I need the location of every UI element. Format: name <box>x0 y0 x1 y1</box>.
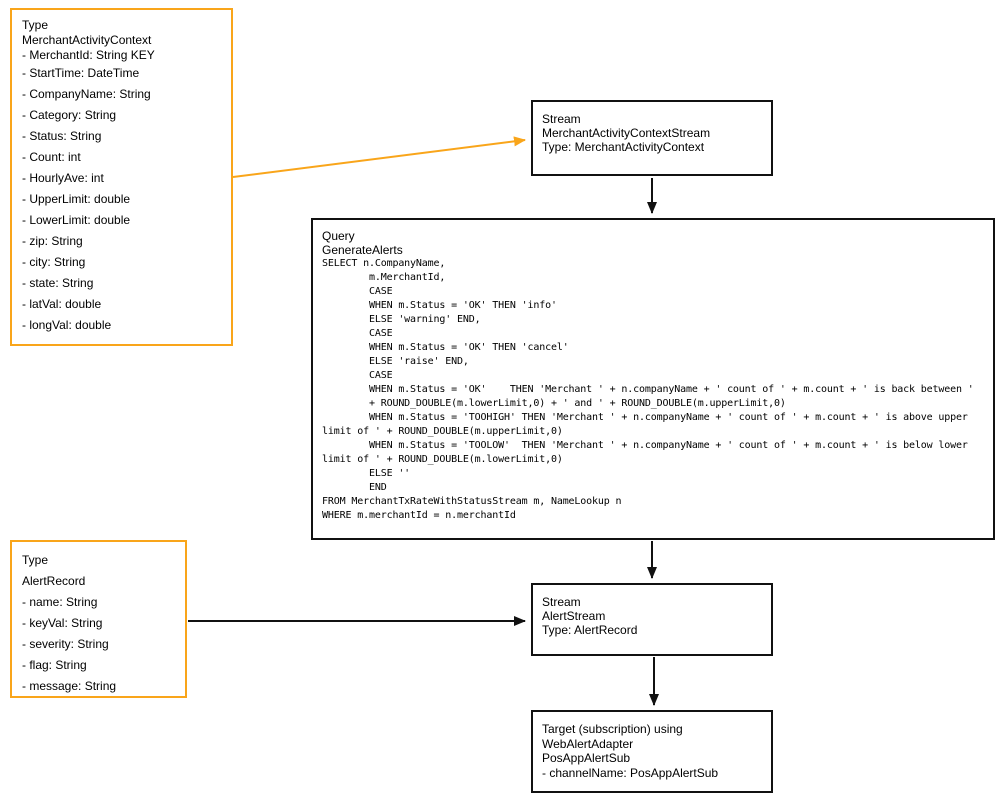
target-line-3: PosAppAlertSub <box>542 751 631 765</box>
node-kind-label: Query <box>322 229 355 243</box>
type-node-alert-record: Type AlertRecord - name: String - keyVal:… <box>10 540 187 698</box>
field-list: - StartTime: DateTime - CompanyName: Stri… <box>22 63 221 336</box>
type-field: - city: String <box>22 255 86 269</box>
sql-code-line: WHEN m.Status = 'OK' THEN 'Merchant ' + … <box>322 384 974 395</box>
type-field: - zip: String <box>22 234 83 248</box>
sql-code-line: SELECT n.CompanyName, <box>322 258 446 269</box>
stream-node-merchant-activity-context-stream: Stream MerchantActivityContextStream Typ… <box>531 100 773 176</box>
type-node-merchant-activity-context: Type MerchantActivityContext - MerchantI… <box>10 8 233 346</box>
target-channel-line: - channelName: PosAppAlertSub <box>542 765 719 780</box>
target-line-2: WebAlertAdapter <box>542 736 634 751</box>
node-kind-label: Stream <box>542 112 581 126</box>
target-line-1: Target (subscription) using <box>542 722 683 736</box>
sql-code-line: WHEN m.Status = 'OK' THEN 'cancel' <box>322 342 569 353</box>
sql-code-line: limit of ' + ROUND_DOUBLE(m.upperLimit,0… <box>322 426 563 437</box>
sql-code-line: WHERE m.merchantId = n.merchantId <box>322 510 516 521</box>
type-field: - name: String <box>22 595 98 609</box>
stream-node-alert-stream: Stream AlertStream Type: AlertRecord <box>531 583 773 656</box>
sql-code-line: m.MerchantId, <box>322 272 446 283</box>
node-title: AlertRecord <box>22 574 86 588</box>
sql-code-line: ELSE 'raise' END, <box>322 356 469 367</box>
field-list: - name: String - keyVal: String - severity… <box>22 592 175 697</box>
type-field: - longVal: double <box>22 318 112 332</box>
type-field: - CompanyName: String <box>22 87 151 101</box>
node-kind-label: Stream <box>542 595 581 609</box>
sql-code-line: CASE <box>322 286 393 297</box>
stream-type-line: Type: MerchantActivityContext <box>542 140 705 154</box>
type-field: - message: String <box>22 679 117 693</box>
query-node-generate-alerts: Query GenerateAlerts SELECT n.CompanyNam… <box>311 218 995 540</box>
sql-code-line: FROM MerchantTxRateWithStatusStream m, N… <box>322 496 622 507</box>
node-kind-label: Type <box>22 553 49 567</box>
type-field: - latVal: double <box>22 297 102 311</box>
type-field: - keyVal: String <box>22 616 103 630</box>
node-title: MerchantActivityContextStream <box>542 126 711 140</box>
field-merchant-id: - MerchantId: String KEY <box>22 48 155 62</box>
target-node-pos-app-alert-sub: Target (subscription) using WebAlertAdap… <box>531 710 773 793</box>
sql-code-line: WHEN m.Status = 'TOOHIGH' THEN 'Merchant… <box>322 412 968 423</box>
node-title: GenerateAlerts <box>322 243 403 257</box>
sql-code-line: WHEN m.Status = 'OK' THEN 'info' <box>322 300 557 311</box>
node-title: AlertStream <box>542 609 606 623</box>
type-field: - Category: String <box>22 108 117 122</box>
sql-code-line: CASE <box>322 370 393 381</box>
sql-code-line: limit of ' + ROUND_DOUBLE(m.lowerLimit,0… <box>322 454 563 465</box>
type-field: - StartTime: DateTime <box>22 66 140 80</box>
sql-code-line: WHEN m.Status = 'TOOLOW' THEN 'Merchant … <box>322 440 968 451</box>
sql-code-line: ELSE '' <box>322 468 411 479</box>
type-field: - state: String <box>22 276 94 290</box>
sql-code-line: + ROUND_DOUBLE(m.lowerLimit,0) + ' and '… <box>322 398 786 409</box>
node-kind-label: Type <box>22 18 49 32</box>
type-field: - flag: String <box>22 658 87 672</box>
stream-type-line: Type: AlertRecord <box>542 623 638 637</box>
type-field: - Status: String <box>22 129 102 143</box>
sql-code-line: CASE <box>322 328 393 339</box>
type-field: - HourlyAve: int <box>22 171 104 185</box>
sql-code-line: END <box>322 482 387 493</box>
node-title: MerchantActivityContext <box>22 33 152 47</box>
sql-code-line: ELSE 'warning' END, <box>322 314 481 325</box>
type-field: - severity: String <box>22 637 109 651</box>
query-sql-code: SELECT n.CompanyName, m.MerchantId, CASE… <box>322 257 989 523</box>
type-field: - Count: int <box>22 150 81 164</box>
arrow-type-to-stream <box>232 136 526 178</box>
type-field: - LowerLimit: double <box>22 213 131 227</box>
type-field: - UpperLimit: double <box>22 192 131 206</box>
